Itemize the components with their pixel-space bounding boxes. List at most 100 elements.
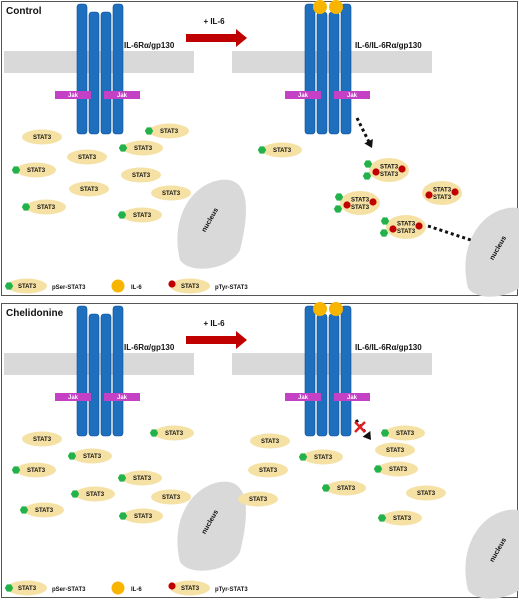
stat3-ellipse <box>151 185 191 201</box>
pser-hexagon-icon <box>11 166 21 174</box>
stat3-ellipse <box>69 181 109 197</box>
legend-pser-label: pSer-STAT3 <box>52 587 86 593</box>
stat3-ellipse <box>22 129 62 145</box>
stat3-protein: STAT3 <box>250 433 290 449</box>
jak-kinase: Jak <box>104 393 140 401</box>
stat3-label: STAT3 <box>181 586 200 592</box>
stat3-ellipse <box>149 123 189 139</box>
il6-receptor <box>76 305 124 437</box>
stat3-label: STAT3 <box>133 476 152 482</box>
pser-hexagon-icon <box>67 452 77 460</box>
dimer-ellipse <box>386 215 426 239</box>
panel-title: Control <box>6 6 42 17</box>
stat3-protein: STAT3 <box>69 181 109 197</box>
jak-bar <box>55 393 91 401</box>
translocation-arrow <box>355 117 373 148</box>
dimer-label-bottom: STAT3 <box>433 195 452 201</box>
receptor-chain <box>88 313 100 437</box>
pser-stat3: STAT3 <box>70 486 115 502</box>
receptor-chain <box>304 305 316 437</box>
ptyr-dot-icon <box>389 225 397 233</box>
pser-stat3: STAT3 <box>257 142 302 158</box>
il6-receptor-complex <box>304 0 352 135</box>
receptor-label-right: IL-6/IL-6Rα/gp130 <box>355 343 422 352</box>
stat3-ellipse <box>121 167 161 183</box>
pser-hexagon-icon <box>380 429 390 437</box>
receptor-chain <box>112 3 124 135</box>
dimer-ellipse <box>422 181 462 205</box>
stat3-ellipse <box>303 449 343 465</box>
stat3-ellipse <box>378 461 418 477</box>
pser-stat3: STAT3 <box>298 449 343 465</box>
stat3-label: STAT3 <box>33 437 52 443</box>
jak-kinase: Jak <box>55 91 91 99</box>
ptyr-dot-icon <box>372 168 380 176</box>
pser-stat3: STAT3 <box>321 480 366 496</box>
il6-addition-arrow <box>186 29 247 47</box>
legend-ptyr-dot-icon <box>168 280 176 288</box>
stat3-label: STAT3 <box>314 455 333 461</box>
pser-hexagon-icon <box>321 484 331 492</box>
stat3-label: STAT3 <box>132 173 151 179</box>
jak-label: Jak <box>347 93 358 99</box>
stat3-ellipse <box>16 162 56 178</box>
stat3-ellipse <box>151 489 191 505</box>
jak-bar <box>334 393 370 401</box>
pser-hexagon-icon <box>380 217 390 225</box>
stat3-ellipse <box>122 470 162 486</box>
ptyr-dot-icon <box>415 222 423 230</box>
jak-kinase: Jak <box>285 91 321 99</box>
translocation-arrow <box>354 419 371 440</box>
dimer-label-bottom: STAT3 <box>397 229 416 235</box>
receptor-chain <box>112 305 124 437</box>
legend-ptyr-label: pTyr-STAT3 <box>215 587 248 593</box>
ptyr-dot-icon <box>425 191 433 199</box>
pser-hexagon-icon <box>11 466 21 474</box>
jak-bar <box>104 393 140 401</box>
stat3-label: STAT3 <box>389 467 408 473</box>
stat3-label: STAT3 <box>393 516 412 522</box>
stat3-label: STAT3 <box>181 284 200 290</box>
jak-kinase: Jak <box>334 91 370 99</box>
stat3-protein: STAT3 <box>170 580 210 596</box>
pser-hexagon-icon <box>377 514 387 522</box>
stat3-ellipse <box>262 142 302 158</box>
pser-hexagon-icon <box>117 474 127 482</box>
pser-hexagon-icon <box>118 512 128 520</box>
receptor-chain <box>328 11 340 135</box>
pser-stat3: STAT3 <box>373 461 418 477</box>
stat3-label: STAT3 <box>37 205 56 211</box>
dimer-label-top: STAT3 <box>380 165 399 171</box>
nucleus: nucleus <box>177 179 246 269</box>
stat3-ellipse <box>67 149 107 165</box>
legend-il6-label: IL-6 <box>131 285 142 291</box>
legend-pser-label: pSer-STAT3 <box>52 285 86 291</box>
jak-bar <box>55 91 91 99</box>
legend-ptyr-label: pTyr-STAT3 <box>215 285 248 291</box>
jak-bar <box>285 393 321 401</box>
receptor-chain <box>316 11 328 135</box>
receptor-chain <box>100 11 112 135</box>
dotted-line <box>355 117 371 144</box>
dimer-label-top: STAT3 <box>351 198 370 204</box>
stat3-ellipse <box>238 491 278 507</box>
stat3-label: STAT3 <box>261 439 280 445</box>
pser-hexagon-icon <box>144 127 154 135</box>
legend-il6-label: IL-6 <box>131 587 142 593</box>
receptor-chain <box>100 313 112 437</box>
legend: STAT3 pSer-STAT3 IL-6 STAT3 pTyr-STAT3 <box>4 580 248 596</box>
stat3-label: STAT3 <box>134 146 153 152</box>
stat3-label: STAT3 <box>386 448 405 454</box>
stat3-ellipse <box>248 462 288 478</box>
il6-addition-arrow <box>186 331 247 349</box>
stat3-label: STAT3 <box>33 135 52 141</box>
stat3-label: STAT3 <box>18 586 37 592</box>
receptor-chain <box>328 313 340 437</box>
legend-pser-hexagon-icon <box>4 584 14 592</box>
ptyr-dot-icon <box>398 165 406 173</box>
pser-stat3: STAT3 <box>117 207 162 223</box>
stat3-ellipse <box>22 431 62 447</box>
stat3-ellipse <box>72 448 112 464</box>
receptor-chain <box>316 313 328 437</box>
